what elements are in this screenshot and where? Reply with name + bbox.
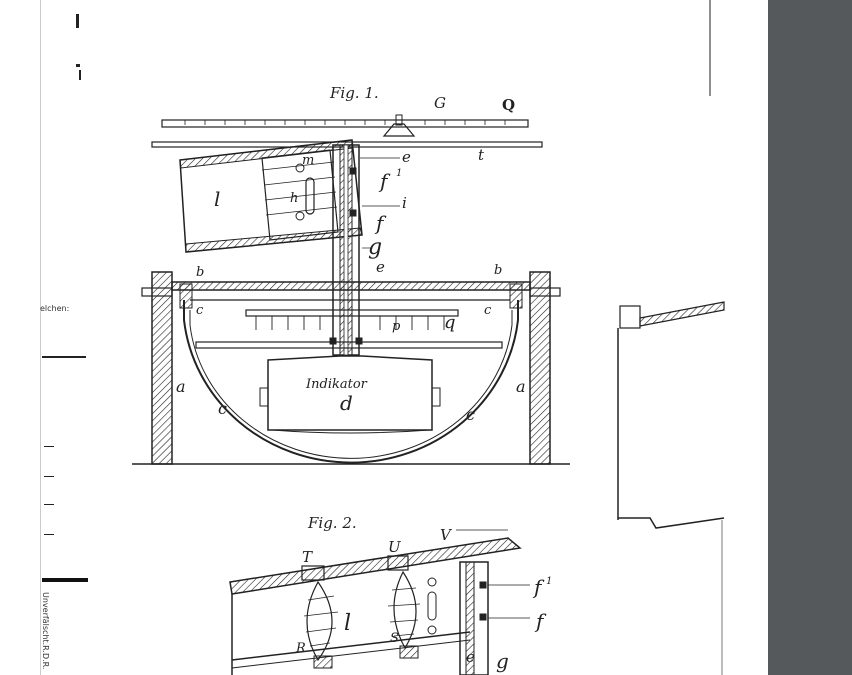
fig1-caption: Fig. 1. [330,84,379,102]
label-p: p [392,319,401,334]
margin-text-fragment: elchen: [40,304,70,313]
label-b-right: b [494,263,502,278]
fig2-label-g: g [496,649,509,673]
label-f1-sup: 1 [396,168,402,179]
handwriting-label: Indikator [305,377,368,392]
fig2-label-l: l [344,611,351,636]
label-t: t [478,146,485,164]
right-partial-figure [617,0,725,675]
fig2-label-S: S [390,631,399,646]
label-f: f [374,211,387,235]
fig2-label-e: e [466,648,475,666]
label-G: G [434,94,446,112]
label-Q: Q [502,96,515,114]
fig2-label-V: V [440,526,453,544]
label-c-right: c [466,405,475,424]
label-h: h [290,191,298,206]
label-d: d [340,391,353,415]
label-c-left: c [218,399,227,418]
label-c-inner-left: c [196,303,204,318]
left-margin-bar [42,356,86,358]
fig2-label-R: R [295,641,306,656]
label-f1: f [378,169,391,193]
label-e: e [376,258,385,276]
label-c-inner-right: c [484,303,492,318]
fig2-caption: Fig. 2. [308,514,357,532]
label-a-right: a [516,377,526,396]
fig2-drawing [229,529,530,675]
fig2-label-f1: f [532,575,545,599]
label-i: i [402,194,407,212]
fig2-label-T: T [302,548,313,566]
label-q: q [444,312,456,333]
fig2-label-f1-sup: 1 [546,576,552,587]
viewer-dark-edge [768,0,852,675]
label-b-left: b [196,265,204,280]
patent-drawing: G Q e t m f 1 l h i f g e b b c c p q a [44,0,725,675]
label-a-left: a [176,377,186,396]
margin-marks [44,14,81,535]
label-m: m [302,153,314,168]
scanned-page: elchen: Unverfälscht.R.D.R. Fig. 1. Fig.… [40,0,725,675]
left-margin-rule [40,0,41,675]
label-g: g [368,235,382,260]
fig2-label-U: U [388,538,402,556]
left-margin-bar-thick [42,578,88,582]
label-e-top: e [402,148,411,166]
fig1-drawing [132,114,570,465]
fig2-label-f: f [534,609,547,633]
label-l: l [214,187,220,211]
